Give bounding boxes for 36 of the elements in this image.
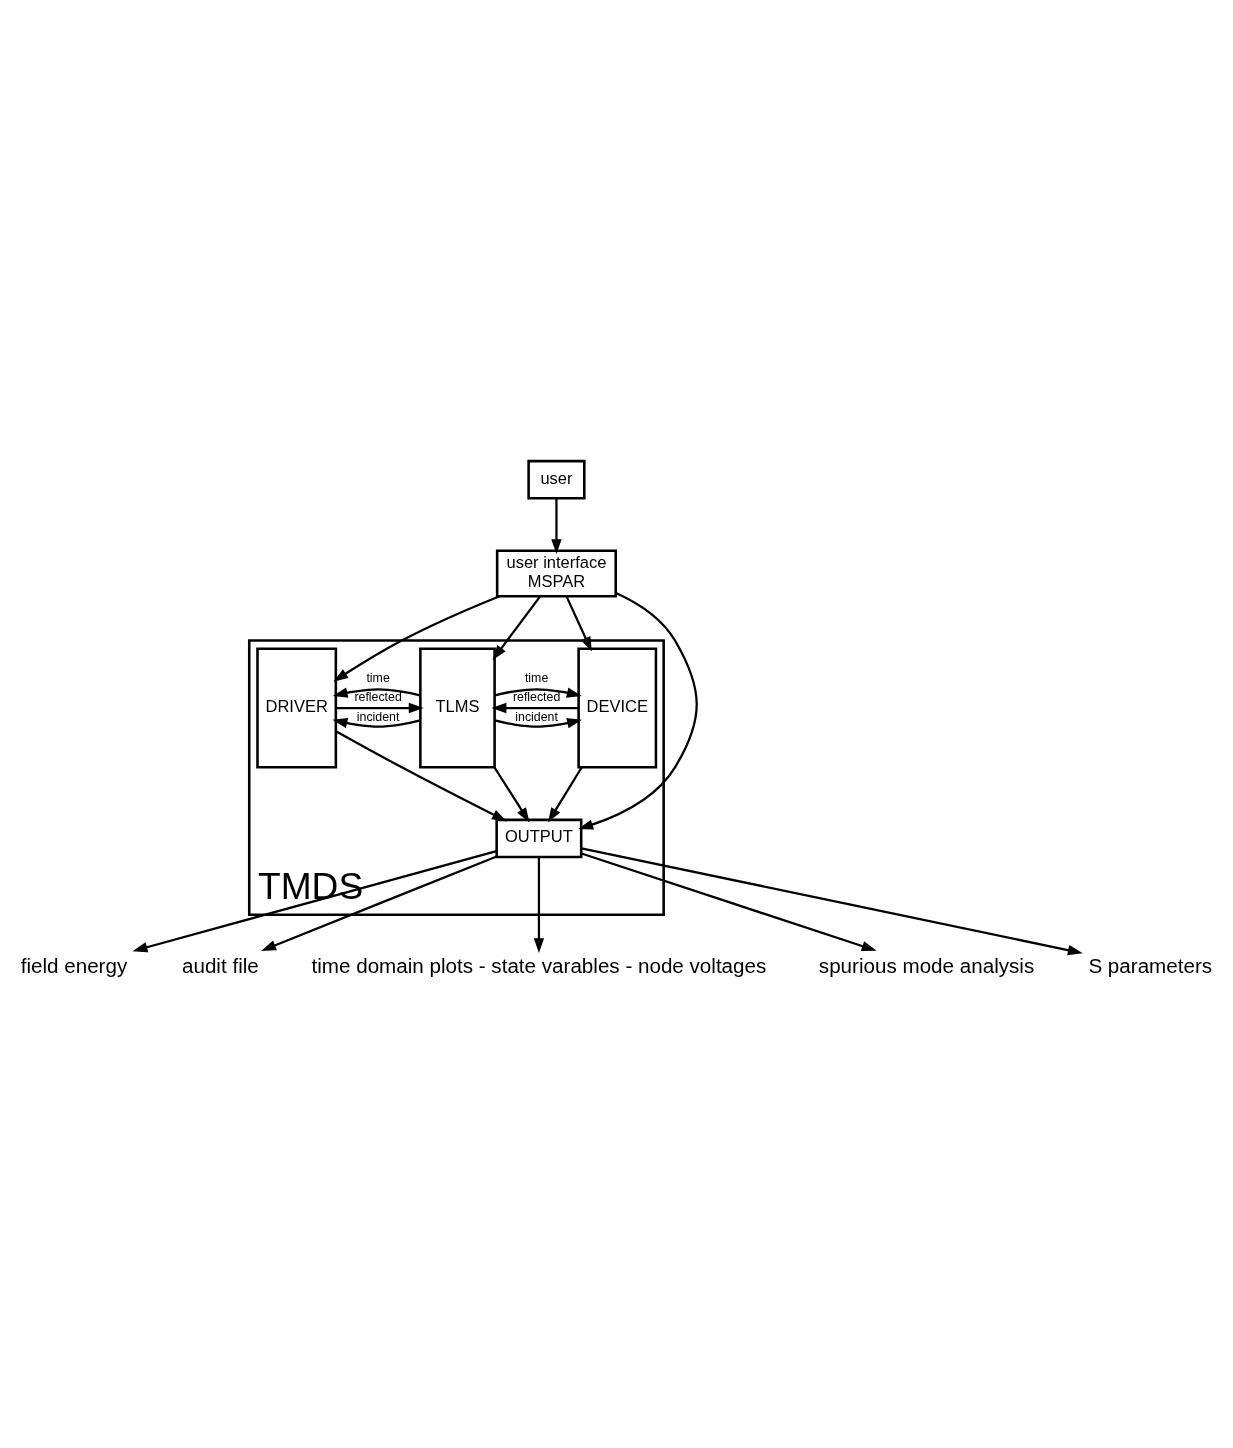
arrow [581, 852, 877, 952]
node-text: field energy [20, 954, 128, 978]
node-box: TLMS [419, 647, 496, 769]
arrow [581, 847, 1083, 956]
node-text: spurious mode analysis [818, 954, 1035, 978]
node-box: DRIVER [256, 647, 338, 769]
node-box: OUTPUT [495, 818, 583, 859]
edge-label: reflected [354, 690, 402, 705]
arrow [336, 702, 424, 714]
node-text: audit file [182, 954, 259, 978]
arrow [332, 717, 421, 729]
edge-label: incident [356, 710, 400, 725]
edge-label: time [366, 670, 390, 685]
edge-label: incident [515, 710, 558, 725]
node-box: user interface MSPAR [495, 549, 617, 598]
arrow [332, 687, 421, 698]
arrow [132, 850, 497, 953]
edge-label: reflected [512, 690, 561, 705]
node-box: DEVICE [577, 647, 658, 769]
arrow [547, 767, 583, 823]
arrow [333, 595, 501, 682]
arrow [261, 855, 498, 951]
node-text: time domain plots - state varables - node voltages [311, 954, 767, 978]
node-box: user [527, 459, 586, 500]
arrow [494, 718, 582, 729]
node-text: S parameters [1088, 954, 1213, 978]
arrow [493, 767, 530, 823]
arrow [335, 730, 507, 822]
arrow [491, 702, 579, 714]
arrow [578, 591, 698, 830]
arrow [565, 595, 592, 652]
arrow [492, 595, 541, 661]
edge-label: time [524, 670, 549, 685]
arrow [533, 857, 545, 954]
arrow [494, 687, 582, 698]
arrow [551, 498, 562, 555]
